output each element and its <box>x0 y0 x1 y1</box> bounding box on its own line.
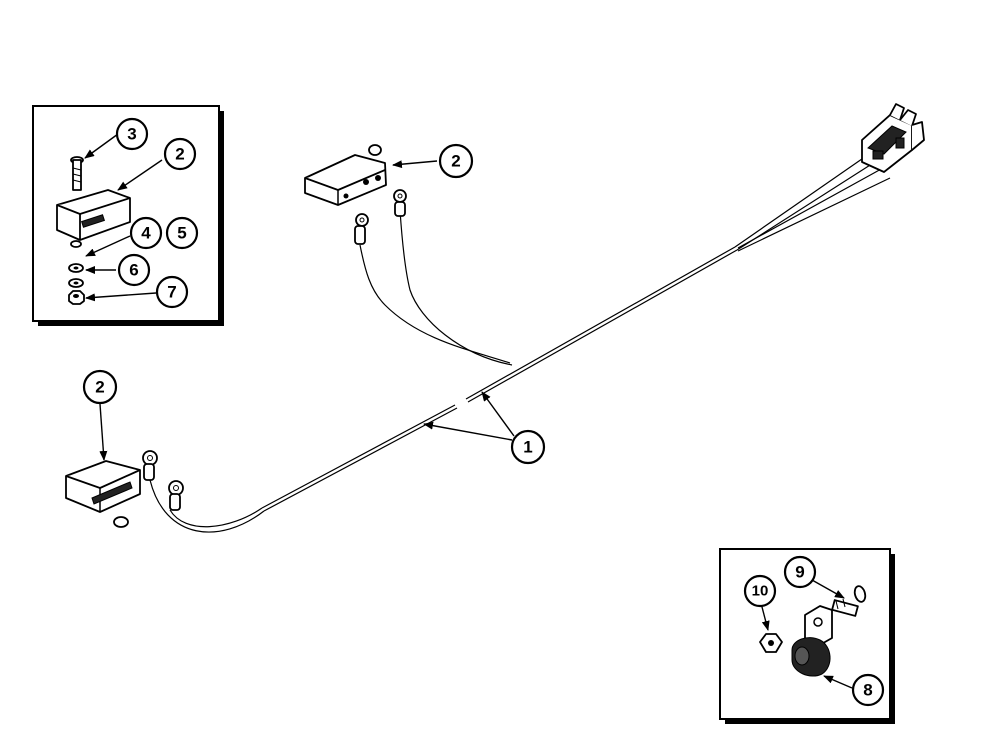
callout-1: 1 <box>510 429 546 465</box>
wiring-harness <box>149 151 891 533</box>
callout-2-inset-label: 2 <box>175 145 184 164</box>
callout-3: 3 <box>115 117 149 151</box>
callout-5-label: 5 <box>177 224 186 243</box>
callout-2-left-label: 2 <box>95 378 104 397</box>
callout-4: 4 <box>129 216 163 250</box>
callout-9-label: 9 <box>795 563 804 582</box>
top-switch <box>304 144 387 206</box>
switch-block-part <box>56 189 131 248</box>
clamp-nut-part <box>759 633 783 653</box>
callout-6-label: 6 <box>129 261 138 280</box>
callout-10: 10 <box>743 574 777 608</box>
callout-1-label: 1 <box>523 438 532 457</box>
screw-part <box>831 585 867 617</box>
clamp-part <box>791 605 833 677</box>
callout-7: 7 <box>155 275 189 309</box>
callout-2-inset: 2 <box>163 137 197 171</box>
top-ring-terminals <box>354 189 407 245</box>
inset-clamp-hardware: 9 10 8 <box>719 548 895 724</box>
inset-switch-hardware: 3 2 4 5 6 7 <box>32 105 224 326</box>
callout-5: 5 <box>165 216 199 250</box>
callout-4-label: 4 <box>141 224 151 243</box>
left-switch <box>65 460 141 528</box>
callout-2-left: 2 <box>82 369 118 405</box>
callout-6: 6 <box>117 253 151 287</box>
bolt-part <box>70 156 84 191</box>
callout-7-label: 7 <box>167 283 176 302</box>
harness-connector <box>861 103 925 173</box>
callout-10-label: 10 <box>752 583 769 600</box>
callout-3-label: 3 <box>127 125 136 144</box>
left-ring-terminals <box>142 450 184 511</box>
callout-2-top-label: 2 <box>451 152 460 171</box>
callout-8-label: 8 <box>863 681 872 700</box>
callout-8: 8 <box>851 673 885 707</box>
callout-9: 9 <box>783 555 817 589</box>
callout-2-top: 2 <box>438 143 474 179</box>
